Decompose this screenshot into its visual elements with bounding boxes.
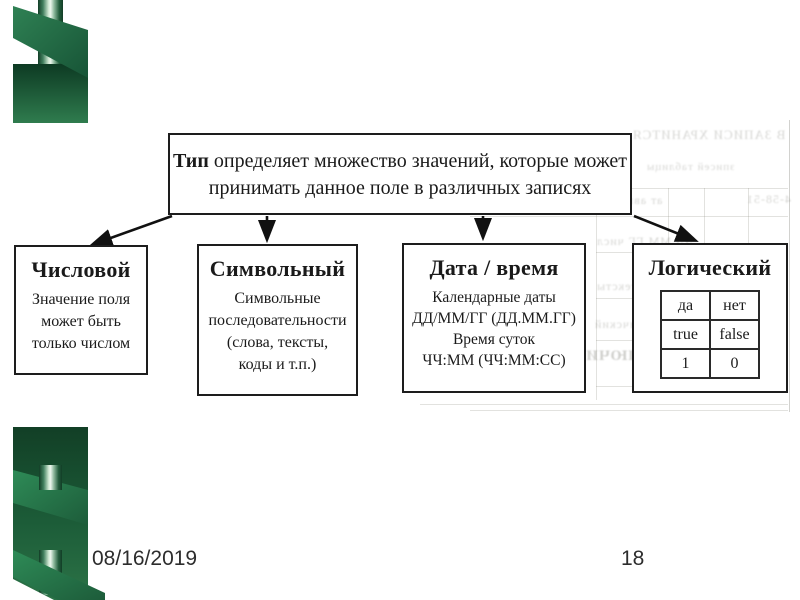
root-line1: определяет множество значений, которые м… xyxy=(213,150,628,172)
bleed-smudge: В ЗАПИСИ ХРАНИТСЯ xyxy=(632,127,786,142)
template-ornament-top-left xyxy=(13,0,88,123)
type-description: Символьные последовательности (слова, те… xyxy=(208,290,347,373)
bleed-smudge: 4-58-51 xyxy=(746,192,791,206)
type-box-logical: Логический да нет true false 1 0 xyxy=(632,243,788,393)
bleed-gridline xyxy=(420,404,788,405)
ribbon-band xyxy=(13,550,105,600)
type-title: Логический xyxy=(648,255,772,280)
bleed-gridline xyxy=(704,188,705,252)
bleed-gridline xyxy=(596,188,597,400)
ribbon-band xyxy=(13,470,88,525)
type-title: Дата / время xyxy=(429,255,559,280)
table-cell: true xyxy=(660,319,711,350)
table-row: true false xyxy=(660,319,760,350)
type-title: Числовой xyxy=(31,257,131,282)
root-term: Тип xyxy=(172,150,209,172)
type-box-numeric: Числовой Значение поля может быть только… xyxy=(14,245,148,375)
table-cell: 0 xyxy=(709,348,760,379)
template-ornament-bottom-left xyxy=(13,427,105,600)
bleed-gridline xyxy=(470,216,788,217)
table-cell: 1 xyxy=(660,348,711,379)
bleed-gridline xyxy=(748,188,749,252)
slide-date: 08/16/2019 xyxy=(92,547,198,570)
paper-cutout xyxy=(13,579,54,600)
bleed-gridline xyxy=(470,410,788,411)
type-box-symbolic: Символьный Символьные последовательности… xyxy=(197,244,358,396)
table-cell: да xyxy=(660,290,711,321)
table-row: 1 0 xyxy=(660,348,760,379)
table-row: да нет xyxy=(660,290,760,321)
type-title: Символьный xyxy=(209,256,346,281)
bleed-gridline xyxy=(789,120,790,412)
table-cell: false xyxy=(709,319,760,350)
page-number: 18 xyxy=(621,547,645,570)
bleed-smudge: зписей таблицы xyxy=(646,161,735,173)
root-line2: принимать данное поле в различных запися… xyxy=(208,177,592,199)
pillar-cylinder-segment xyxy=(39,465,62,490)
table-cell: нет xyxy=(709,290,760,321)
type-box-datetime: Дата / время Календарные даты ДД/ММ/ГГ (… xyxy=(402,243,586,393)
bleed-gridline xyxy=(596,188,788,189)
ribbon-band xyxy=(13,6,88,78)
type-description: Календарные даты ДД/ММ/ГГ (ДД.ММ.ГГ) Вре… xyxy=(412,289,576,369)
type-description: Значение поля может быть только числом xyxy=(31,291,131,352)
logical-values-table: да нет true false 1 0 xyxy=(660,290,760,379)
green-block xyxy=(13,64,88,123)
root-definition-box: Тип определяет множество значений, котор… xyxy=(168,133,632,215)
